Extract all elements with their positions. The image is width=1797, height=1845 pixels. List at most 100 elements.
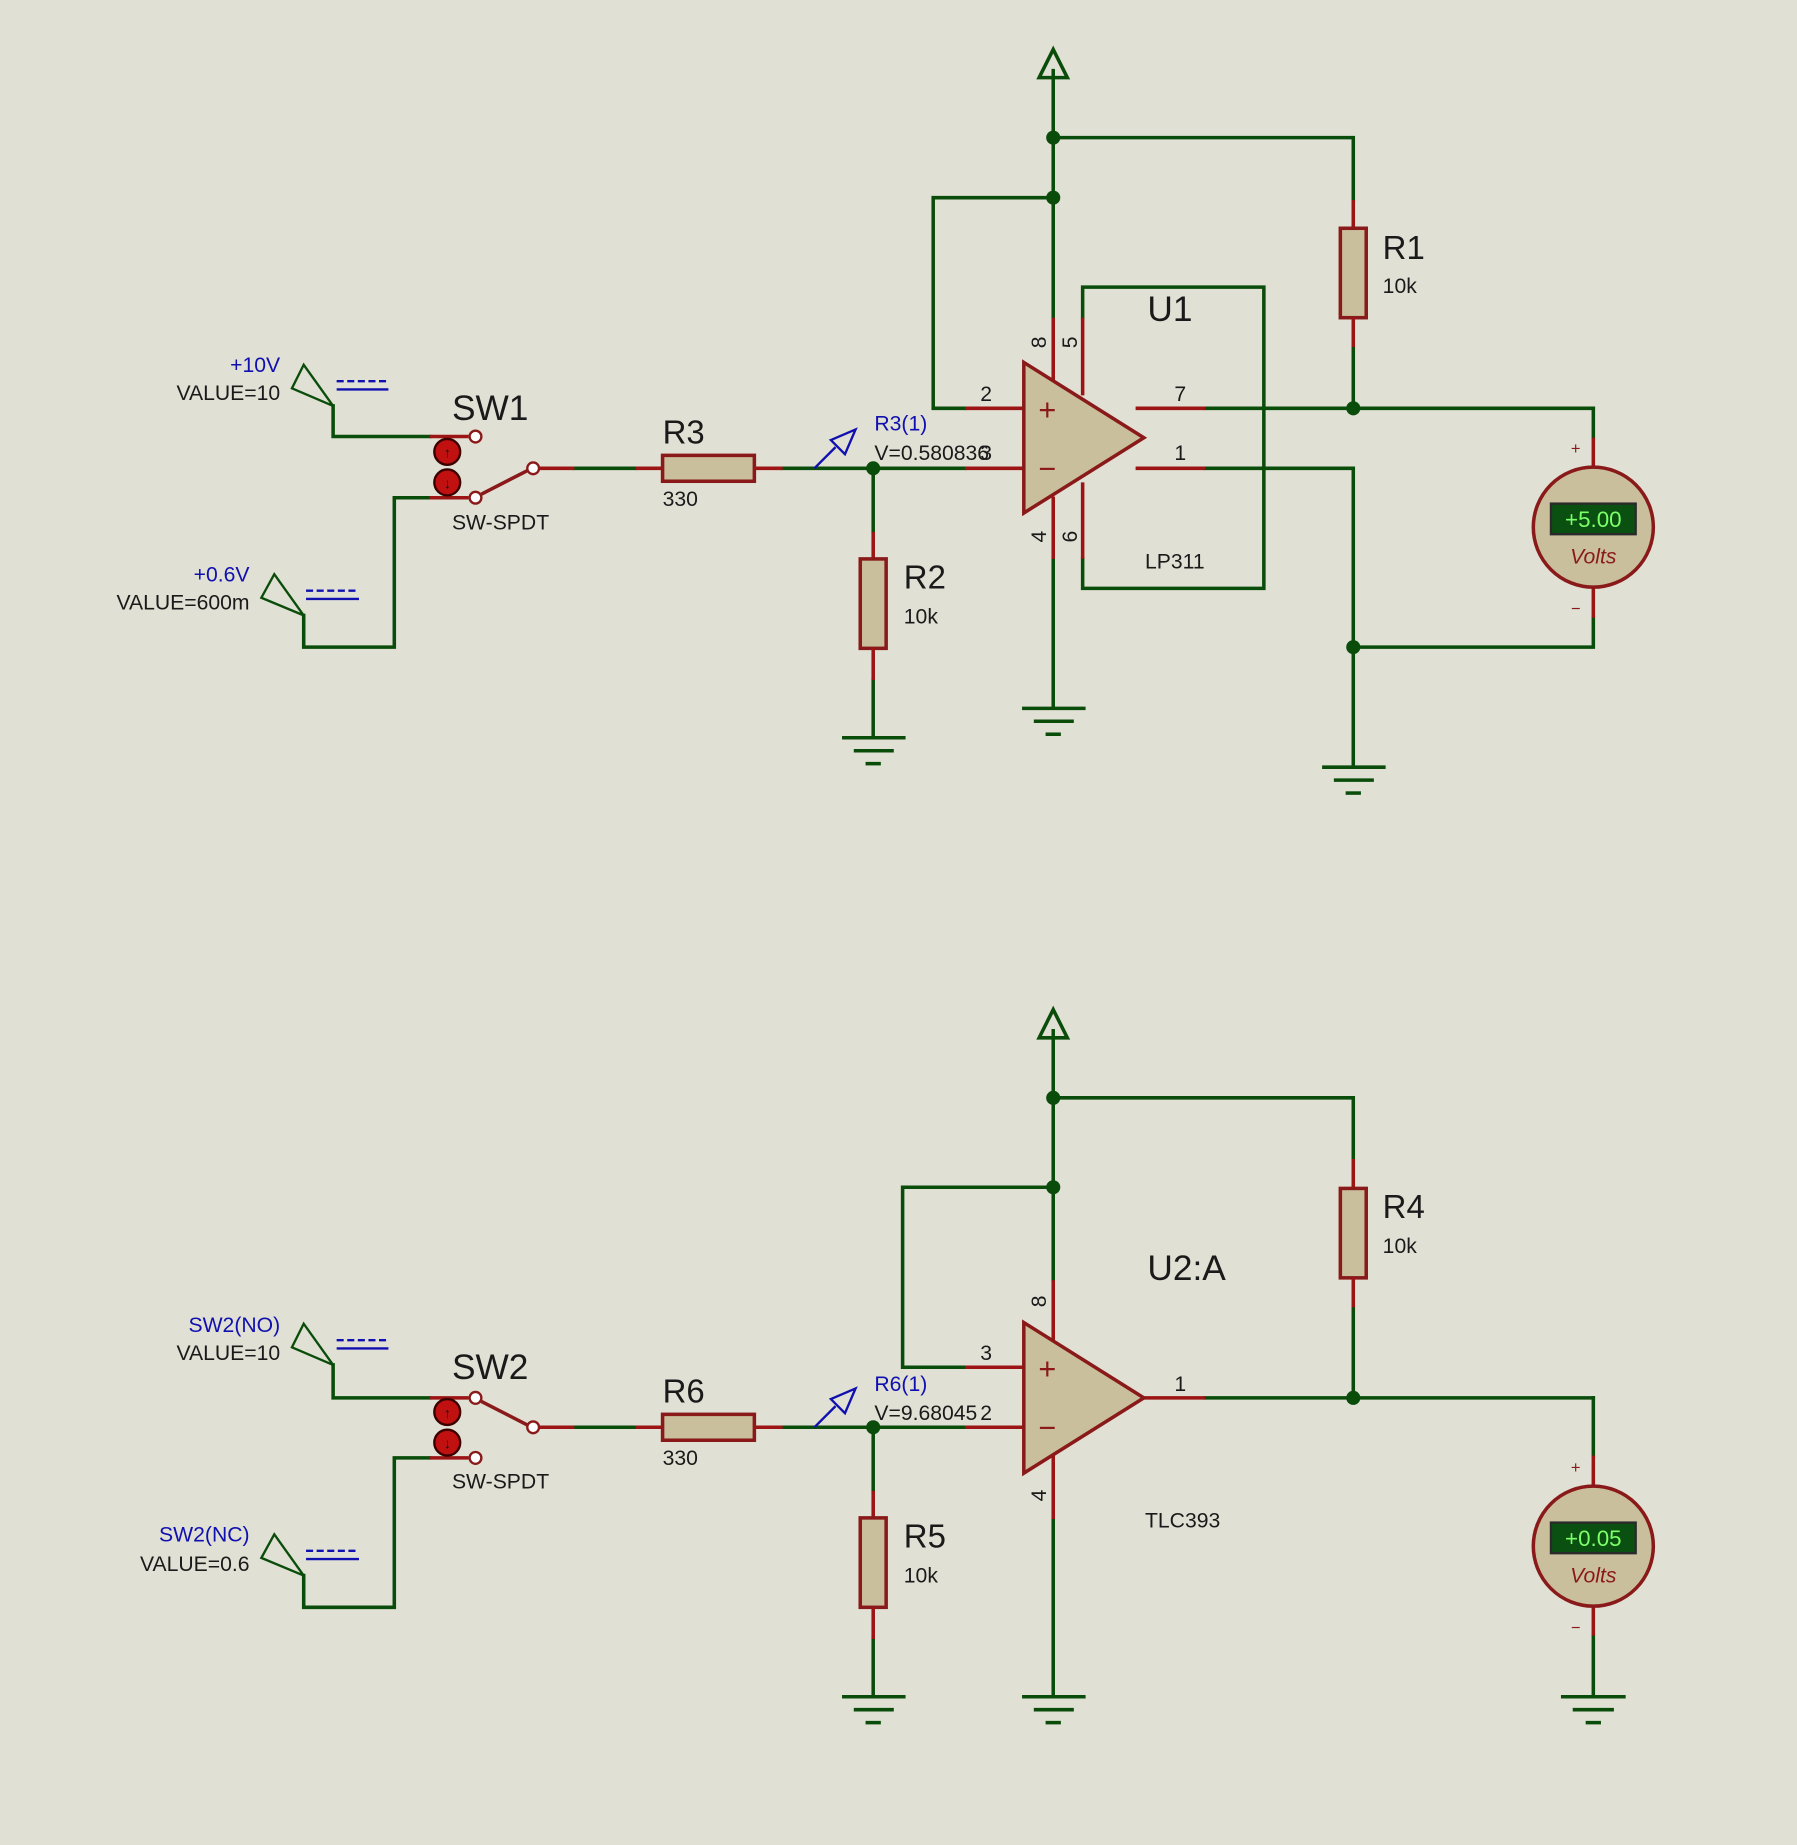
junction-dot bbox=[866, 1420, 881, 1435]
resistor bbox=[1338, 1159, 1368, 1308]
voltmeter-unit: Volts bbox=[1570, 1565, 1617, 1588]
resistor bbox=[635, 453, 783, 484]
resistor-ref: R3 bbox=[663, 414, 705, 451]
voltmeter bbox=[1531, 1455, 1656, 1636]
voltmeter bbox=[1531, 437, 1656, 618]
power-terminal-icon bbox=[1036, 45, 1071, 80]
junction-dot bbox=[1046, 190, 1061, 205]
resistor-ref: R6 bbox=[663, 1373, 705, 1410]
source-lo-value: VALUE=600m bbox=[116, 592, 249, 615]
probe-name: R6(1) bbox=[874, 1373, 927, 1396]
pin-number: 5 bbox=[1059, 337, 1082, 349]
pin-number: 8 bbox=[1028, 1295, 1051, 1307]
source-lo-name: SW2(NC) bbox=[159, 1523, 250, 1546]
dc-source-icon bbox=[290, 1321, 389, 1367]
source-lo-value: VALUE=0.6 bbox=[140, 1553, 250, 1576]
switch-ref: SW1 bbox=[452, 389, 528, 428]
pin-number: 2 bbox=[980, 383, 992, 406]
dc-source-icon bbox=[290, 362, 389, 408]
spdt-switch[interactable] bbox=[429, 1390, 575, 1465]
ground-icon bbox=[1560, 1694, 1626, 1725]
circuit-bottom: SW2(NO) VALUE=10 SW2(NC) VALUE=0.6 ↑ ↓ S… bbox=[140, 1005, 1656, 1725]
resistor-value: 10k bbox=[1383, 275, 1418, 298]
ground-icon bbox=[842, 735, 906, 766]
ic-ref: U2:A bbox=[1147, 1249, 1226, 1288]
junction-dot bbox=[1046, 1180, 1061, 1195]
svg-text:↑: ↑ bbox=[444, 445, 451, 461]
bottom-junctions bbox=[866, 1090, 1361, 1435]
source-hi-name: +10V bbox=[230, 354, 281, 377]
resistor-ref: R2 bbox=[904, 558, 946, 595]
resistor-value: 330 bbox=[663, 488, 698, 511]
resistor bbox=[635, 1412, 783, 1442]
circuit-top: +10V VALUE=10 +0.6V VALUE=600m ↑ ↓ SW1 S… bbox=[116, 45, 1656, 795]
pin-number: 4 bbox=[1028, 530, 1051, 542]
spdt-switch[interactable] bbox=[429, 429, 575, 505]
resistor bbox=[858, 531, 888, 681]
resistor-ref: R4 bbox=[1383, 1188, 1425, 1225]
resistor-value: 10k bbox=[904, 1565, 939, 1588]
dc-source-icon bbox=[259, 572, 360, 617]
ground-icon bbox=[1322, 765, 1386, 795]
junction-dot bbox=[1046, 1090, 1061, 1105]
resistor-value: 10k bbox=[1383, 1235, 1418, 1258]
voltmeter-plus: + bbox=[1571, 440, 1581, 458]
svg-text:−: − bbox=[1038, 452, 1056, 486]
comparator-ic: + − bbox=[964, 317, 1206, 559]
source-hi-value: VALUE=10 bbox=[176, 1342, 280, 1365]
pin-number: 4 bbox=[1028, 1489, 1051, 1501]
ground-icon bbox=[1022, 706, 1086, 736]
pin-number: 1 bbox=[1174, 1373, 1186, 1396]
switch-down-button[interactable]: ↓ bbox=[433, 468, 462, 497]
resistor bbox=[858, 1490, 888, 1640]
power-terminal-icon bbox=[1036, 1005, 1071, 1040]
switch-up-button[interactable]: ↑ bbox=[433, 437, 462, 466]
pin-number: 3 bbox=[980, 442, 992, 465]
voltmeter-reading: +0.05 bbox=[1565, 1526, 1622, 1551]
switch-down-button[interactable]: ↓ bbox=[433, 1428, 462, 1457]
comparator-ic: + − bbox=[964, 1280, 1206, 1520]
probe-reading: V=9.68045 bbox=[874, 1402, 977, 1425]
voltage-probe-icon bbox=[813, 1386, 858, 1429]
top-junctions bbox=[866, 130, 1361, 655]
switch-type: SW-SPDT bbox=[452, 511, 549, 534]
svg-text:+: + bbox=[1038, 1352, 1056, 1386]
pin-number: 8 bbox=[1028, 337, 1051, 349]
pin-number: 2 bbox=[980, 1402, 992, 1425]
ic-part: TLC393 bbox=[1145, 1509, 1220, 1532]
source-hi-name: SW2(NO) bbox=[188, 1314, 280, 1337]
bottom-wires bbox=[301, 1028, 1596, 1697]
pin-number: 6 bbox=[1059, 531, 1082, 543]
svg-text:↑: ↑ bbox=[444, 1405, 451, 1421]
source-hi-value: VALUE=10 bbox=[176, 382, 280, 405]
ground-icon bbox=[842, 1694, 906, 1725]
resistor-ref: R1 bbox=[1383, 229, 1425, 266]
junction-dot bbox=[1346, 1390, 1361, 1405]
voltmeter-unit: Volts bbox=[1570, 546, 1617, 569]
junction-dot bbox=[866, 461, 881, 476]
voltmeter-plus: + bbox=[1571, 1459, 1581, 1477]
switch-ref: SW2 bbox=[452, 1348, 528, 1387]
probe-name: R3(1) bbox=[874, 413, 927, 436]
switch-type: SW-SPDT bbox=[452, 1470, 549, 1493]
pin-number: 1 bbox=[1174, 442, 1186, 465]
source-lo-name: +0.6V bbox=[194, 563, 251, 586]
junction-dot bbox=[1346, 640, 1361, 655]
resistor-ref: R5 bbox=[904, 1517, 946, 1554]
probe-reading: V=0.580836 bbox=[874, 442, 989, 465]
top-wires bbox=[301, 68, 1596, 767]
voltmeter-reading: +5.00 bbox=[1565, 507, 1622, 532]
junction-dot bbox=[1346, 401, 1361, 416]
pin-number: 7 bbox=[1174, 383, 1186, 406]
switch-up-button[interactable]: ↑ bbox=[433, 1397, 462, 1427]
dc-source-icon bbox=[259, 1532, 360, 1577]
resistor-value: 10k bbox=[904, 606, 939, 629]
svg-text:+: + bbox=[1038, 393, 1056, 427]
resistor-value: 330 bbox=[663, 1447, 698, 1470]
ic-part: LP311 bbox=[1145, 550, 1205, 573]
svg-text:↓: ↓ bbox=[444, 475, 451, 491]
svg-text:−: − bbox=[1038, 1411, 1056, 1445]
voltmeter-minus: − bbox=[1571, 600, 1581, 618]
voltmeter-minus: − bbox=[1571, 1619, 1581, 1637]
resistor bbox=[1338, 200, 1368, 348]
